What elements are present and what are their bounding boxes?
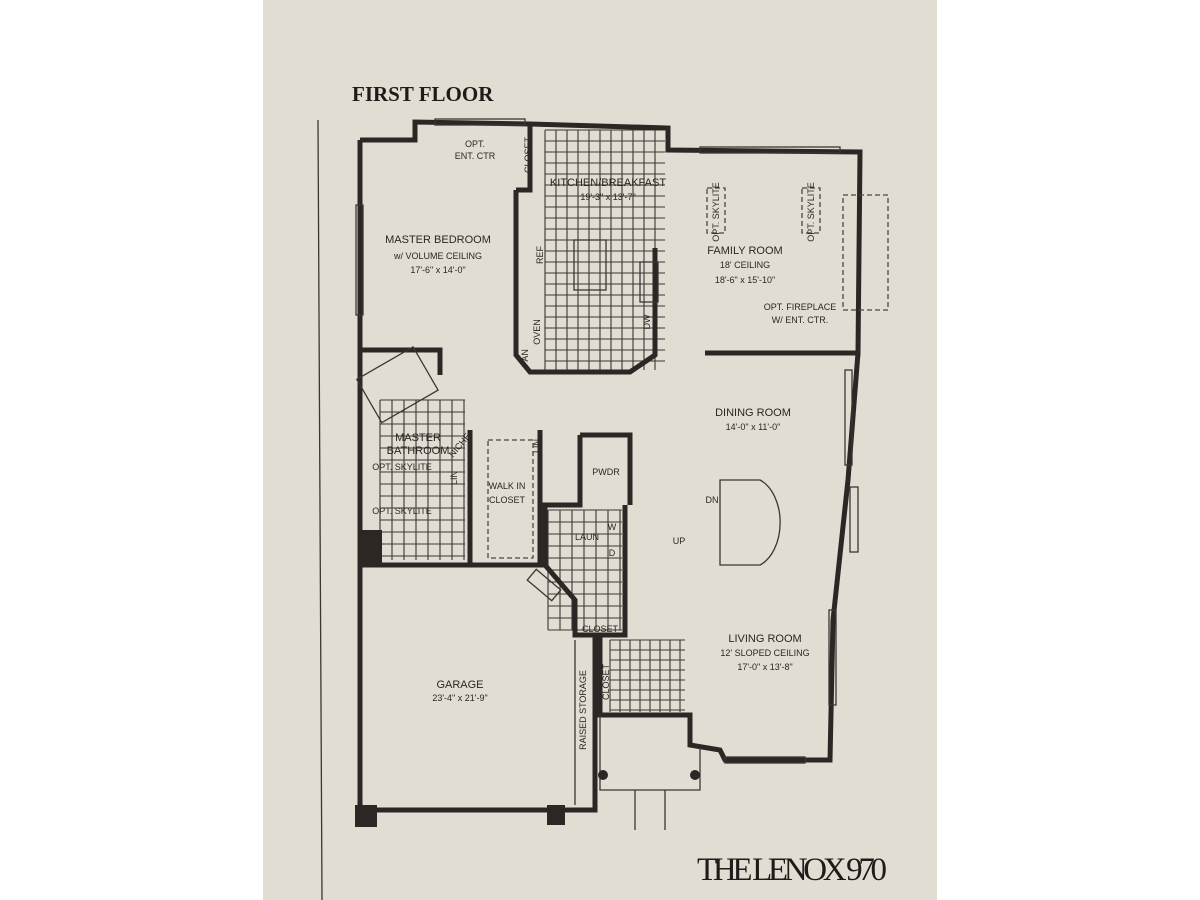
laundry-tile-grid bbox=[547, 509, 622, 631]
washer-label: W bbox=[608, 522, 617, 532]
walk-in-closet-label-2: CLOSET bbox=[489, 495, 526, 505]
bath-skylite-2: OPT. SKYLITE bbox=[372, 506, 432, 516]
windows bbox=[355, 118, 859, 764]
living-room-name: LIVING ROOM bbox=[728, 633, 801, 645]
pan-label: PAN bbox=[520, 349, 530, 367]
pwdr-label: PWDR bbox=[592, 467, 620, 477]
oven-label: OVEN bbox=[532, 319, 542, 345]
fixtures bbox=[355, 187, 889, 602]
family-room-name: FAMILY ROOM bbox=[707, 245, 782, 257]
dining-room-size: 14'-0" x 11'-0" bbox=[726, 422, 781, 432]
skylite-2-label: OPT. SKYLITE bbox=[806, 182, 816, 242]
skylite-1-label: OPT. SKYLITE bbox=[711, 182, 721, 242]
closet-foyer-label: CLOSET bbox=[601, 663, 611, 700]
closet-top-label: CLOSET bbox=[523, 136, 533, 173]
plan-brand-title: THE LENOX 970 bbox=[697, 852, 887, 888]
bath-skylite-1: OPT. SKYLITE bbox=[372, 462, 432, 472]
ref-label: REF bbox=[535, 245, 545, 264]
master-bedroom-note: w/ VOLUME CEILING bbox=[393, 251, 482, 261]
dryer-label: D bbox=[609, 548, 616, 558]
page-edge-line bbox=[317, 119, 323, 900]
family-room-size: 18'-6" x 15'-10" bbox=[715, 275, 775, 285]
garage-name: GARAGE bbox=[436, 679, 483, 691]
kitchen-size: 19'-3" x 13'-7" bbox=[580, 192, 635, 202]
garage-size: 23'-4" x 21'-9" bbox=[432, 693, 487, 703]
master-bedroom-name: MASTER BEDROOM bbox=[385, 234, 491, 246]
living-room-note: 12' SLOPED CEILING bbox=[720, 648, 809, 658]
plan-title: FIRST FLOOR bbox=[352, 82, 494, 106]
master-bath-label-1: MASTER bbox=[395, 432, 441, 444]
lin-2-label: LIN bbox=[532, 439, 542, 453]
raised-storage-label: RAISED STORAGE bbox=[578, 670, 588, 750]
laun-label: LAUN bbox=[575, 532, 599, 542]
stairs-up-label: UP bbox=[673, 536, 686, 546]
walk-in-closet-label-1: WALK IN bbox=[489, 481, 526, 491]
dw-label: DW bbox=[642, 314, 652, 329]
foyer-tile-grid bbox=[609, 639, 685, 712]
dining-room-name: DINING ROOM bbox=[715, 407, 791, 419]
fireplace-label-1: OPT. FIREPLACE bbox=[764, 302, 837, 312]
bath-tile-grid bbox=[379, 399, 465, 560]
master-bath-label-2: BATHROOM bbox=[387, 445, 450, 457]
closet-laundry-label: CLOSET bbox=[582, 624, 619, 634]
stairs-down-label: DN bbox=[706, 495, 719, 505]
kitchen-tile-grid bbox=[544, 129, 665, 370]
lin-label: LIN bbox=[449, 471, 459, 485]
walls bbox=[355, 119, 863, 830]
ent-ctr-label-2: ENT. CTR bbox=[455, 151, 496, 161]
ent-ctr-label-1: OPT. bbox=[465, 139, 485, 149]
fireplace-label-2: W/ ENT. CTR. bbox=[772, 315, 829, 325]
master-bedroom-size: 17'-6" x 14'-0" bbox=[410, 265, 465, 275]
family-room-note: 18' CEILING bbox=[720, 260, 770, 270]
kitchen-name: KITCHEN/BREAKFAST bbox=[550, 177, 666, 189]
living-room-size: 17'-0" x 13'-8" bbox=[737, 662, 792, 672]
